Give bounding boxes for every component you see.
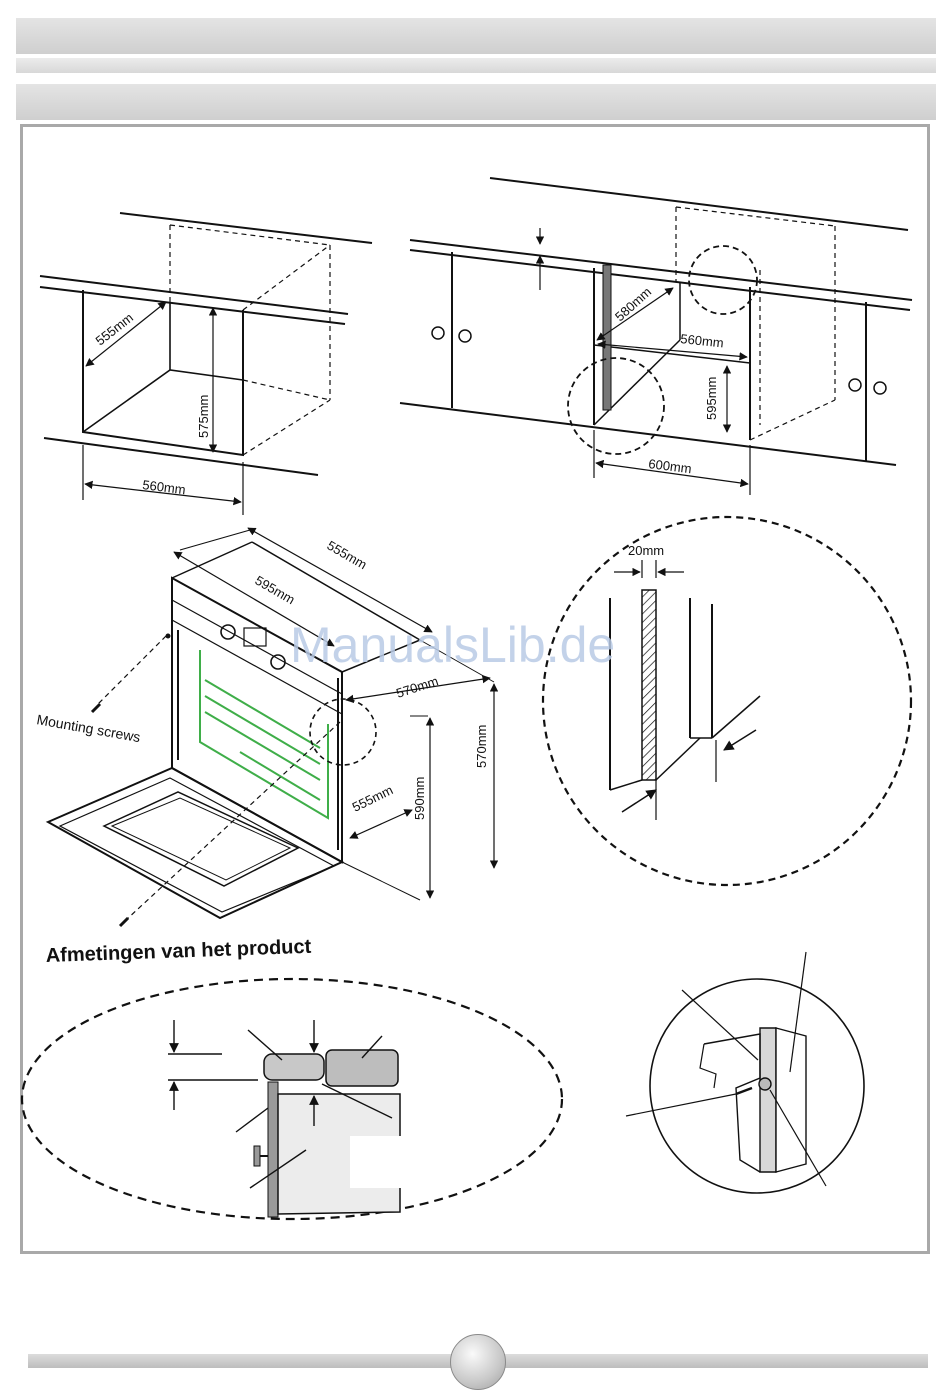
niche-drawing — [40, 213, 372, 515]
oven-body-height-label: 570mm — [474, 725, 489, 768]
oven-front-height-label: 590mm — [412, 777, 427, 820]
watermark: ManualsLib.de — [290, 617, 615, 673]
oven-body-width-label: 570mm — [394, 673, 440, 701]
oven-depth-label: 555mm — [325, 538, 370, 573]
section-detail — [22, 979, 562, 1219]
gap-label: 20mm — [628, 543, 664, 558]
niche-width-label: 560mm — [142, 477, 187, 497]
product-dimensions-caption: Afmetingen van het product — [45, 936, 312, 967]
cabinet-inner-width-label: 560mm — [680, 331, 725, 350]
gap-detail — [543, 517, 911, 885]
cabinet-width-label: 600mm — [648, 456, 693, 476]
niche-height-label: 575mm — [196, 395, 211, 438]
cabinet-drawing — [400, 178, 912, 495]
screw-detail — [626, 952, 864, 1193]
oven-body-depth-label: 555mm — [350, 782, 396, 814]
cabinet-depth-label: 580mm — [612, 284, 654, 324]
page-number-badge — [450, 1334, 506, 1390]
cabinet-height-label: 595mm — [704, 377, 719, 420]
mounting-screws-label: Mounting screws — [35, 711, 141, 745]
